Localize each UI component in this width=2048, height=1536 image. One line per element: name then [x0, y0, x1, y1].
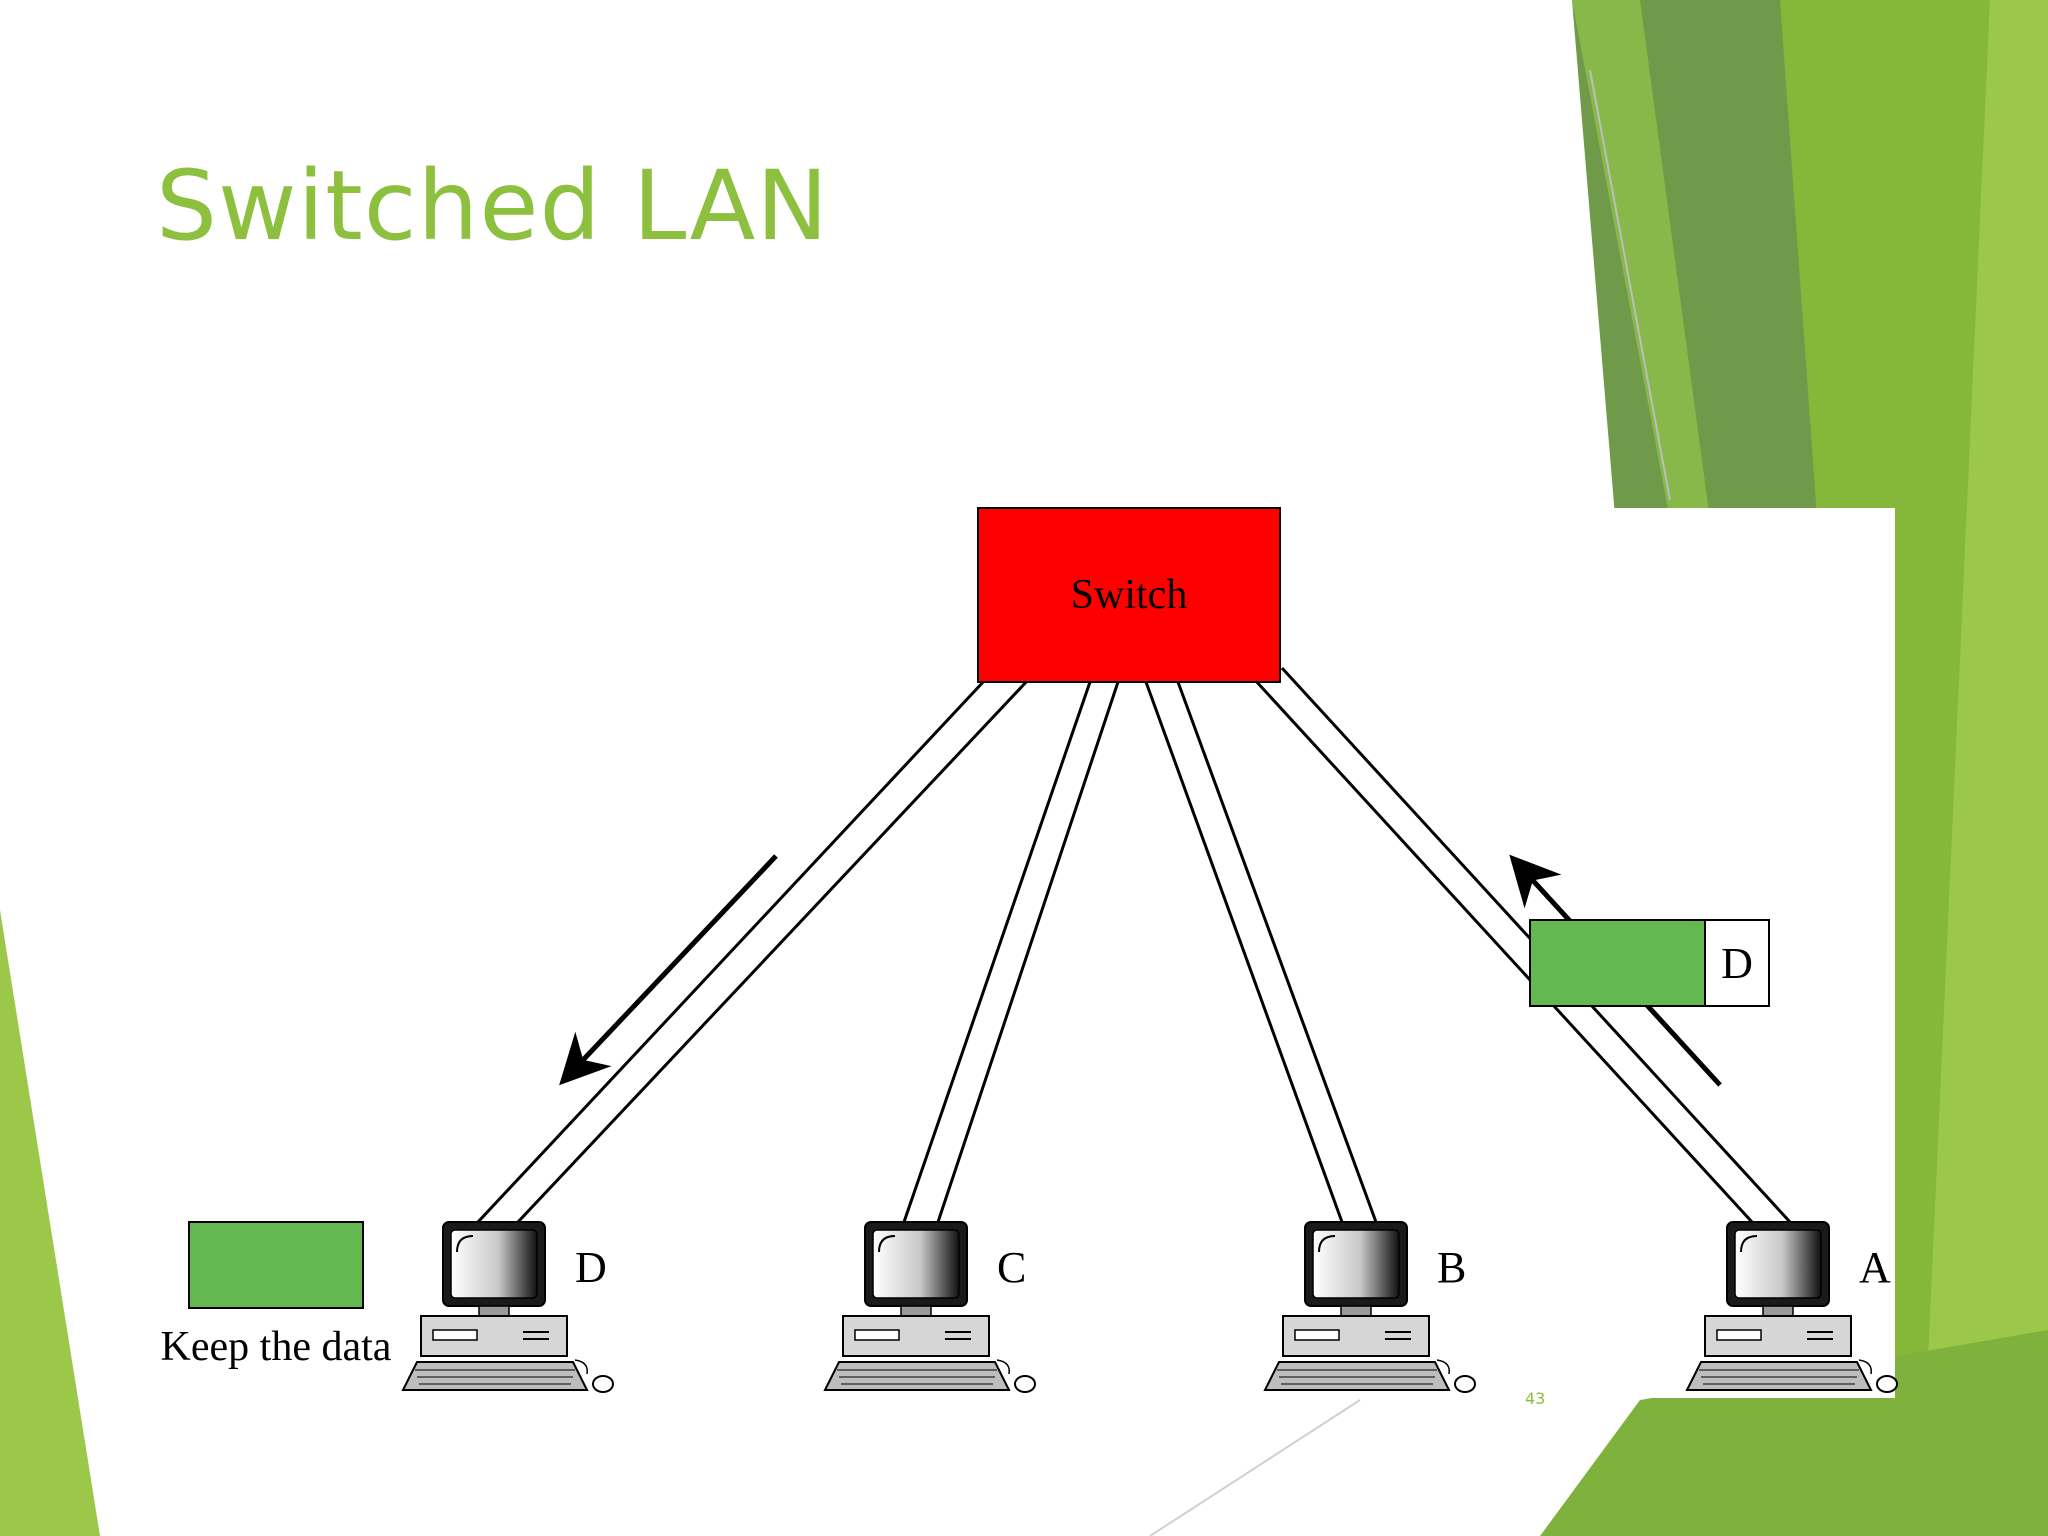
received-data: Keep the data — [161, 1221, 392, 1370]
keyboard — [401, 1361, 589, 1391]
cable-to-c — [902, 681, 1120, 1223]
screen-glare — [878, 1235, 896, 1253]
computer-d: D — [401, 1221, 614, 1393]
bg-shard-right-edge — [1572, 0, 1710, 520]
screen-glare — [1318, 1235, 1336, 1253]
received-note: Keep the data — [161, 1324, 392, 1370]
mouse — [1014, 1375, 1036, 1393]
drive-slot — [432, 1329, 478, 1341]
bg-shard-left — [0, 910, 100, 1536]
computer-a: A — [1685, 1221, 1898, 1393]
drive-slot — [1716, 1329, 1762, 1341]
cable-to-b — [1144, 681, 1378, 1223]
keyboard — [1685, 1361, 1873, 1391]
monitor-screen — [450, 1229, 538, 1299]
computer-label: A — [1859, 1243, 1891, 1292]
monitor-stand — [478, 1305, 510, 1317]
mouse-cord — [1858, 1359, 1872, 1375]
computer-label: B — [1437, 1243, 1466, 1292]
bg-thin-line — [1589, 69, 1671, 501]
frame-header — [1704, 919, 1770, 1007]
monitor-stand — [900, 1305, 932, 1317]
monitor-screen — [1312, 1229, 1400, 1299]
bg-shard-right-light — [1920, 0, 2048, 1536]
drive-slot — [1294, 1329, 1340, 1341]
screen-glare — [1740, 1235, 1758, 1253]
drive-slot — [854, 1329, 900, 1341]
bg-shard-bottom — [1540, 1330, 2048, 1536]
computer-label: D — [575, 1243, 607, 1292]
keyboard — [823, 1361, 1011, 1391]
mouse — [1454, 1375, 1476, 1393]
computer-c: C — [823, 1221, 1036, 1393]
slide-title: Switched LAN — [156, 150, 830, 262]
computer-label: C — [997, 1243, 1026, 1292]
frame-data — [1529, 919, 1706, 1007]
mouse-cord — [996, 1359, 1010, 1375]
arrow-icon — [559, 854, 778, 1086]
received-data-block — [188, 1221, 364, 1309]
page-number: 43 — [1525, 1389, 1545, 1408]
monitor-stand — [1762, 1305, 1794, 1317]
bg-thin-line-bottom — [1149, 1399, 1361, 1536]
monitor-stand — [1340, 1305, 1372, 1317]
keyboard — [1263, 1361, 1451, 1391]
mouse-cord — [574, 1359, 588, 1375]
cable-to-d — [476, 678, 1030, 1224]
monitor-screen — [872, 1229, 960, 1299]
switch-label: Switch — [1071, 572, 1188, 618]
mouse — [1876, 1375, 1898, 1393]
mouse — [592, 1375, 614, 1393]
data-frame: D — [1529, 919, 1770, 1007]
switch-node: Switch — [977, 507, 1281, 683]
monitor-screen — [1734, 1229, 1822, 1299]
mouse-cord — [1436, 1359, 1450, 1375]
frame-address: D — [1721, 939, 1753, 988]
switch-box — [977, 507, 1281, 683]
computer-b: B — [1263, 1221, 1476, 1393]
screen-glare — [456, 1235, 474, 1253]
